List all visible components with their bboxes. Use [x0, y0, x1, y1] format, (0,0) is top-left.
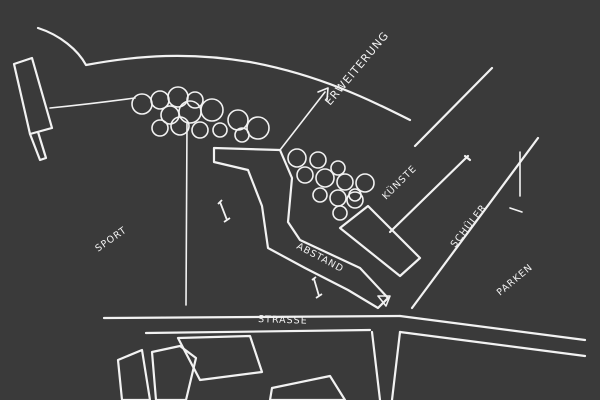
arts-building — [338, 204, 422, 278]
pupil-road — [388, 136, 540, 310]
site-divide-line — [185, 121, 188, 306]
north-boundary-line — [36, 26, 412, 122]
tree-group-courtyard — [287, 148, 375, 221]
street — [102, 314, 587, 400]
label-schueler: SCHÜLER — [449, 202, 489, 249]
schoolyard-marker — [311, 276, 323, 299]
sport-field-marker — [217, 199, 231, 223]
existing-building-west — [12, 56, 54, 162]
east-boundary-line — [413, 66, 494, 148]
extension-building — [212, 146, 391, 310]
label-kuenste: KÜNSTE — [380, 163, 419, 202]
label-sport: SPORT — [93, 225, 129, 255]
label-parken: PARKEN — [495, 262, 535, 298]
school-boundary-line — [49, 97, 136, 109]
existing-buildings-south — [116, 334, 347, 400]
tree-group-north — [131, 86, 270, 143]
label-strasse: STRASSE — [258, 314, 308, 327]
expansion-arrow — [279, 87, 329, 151]
